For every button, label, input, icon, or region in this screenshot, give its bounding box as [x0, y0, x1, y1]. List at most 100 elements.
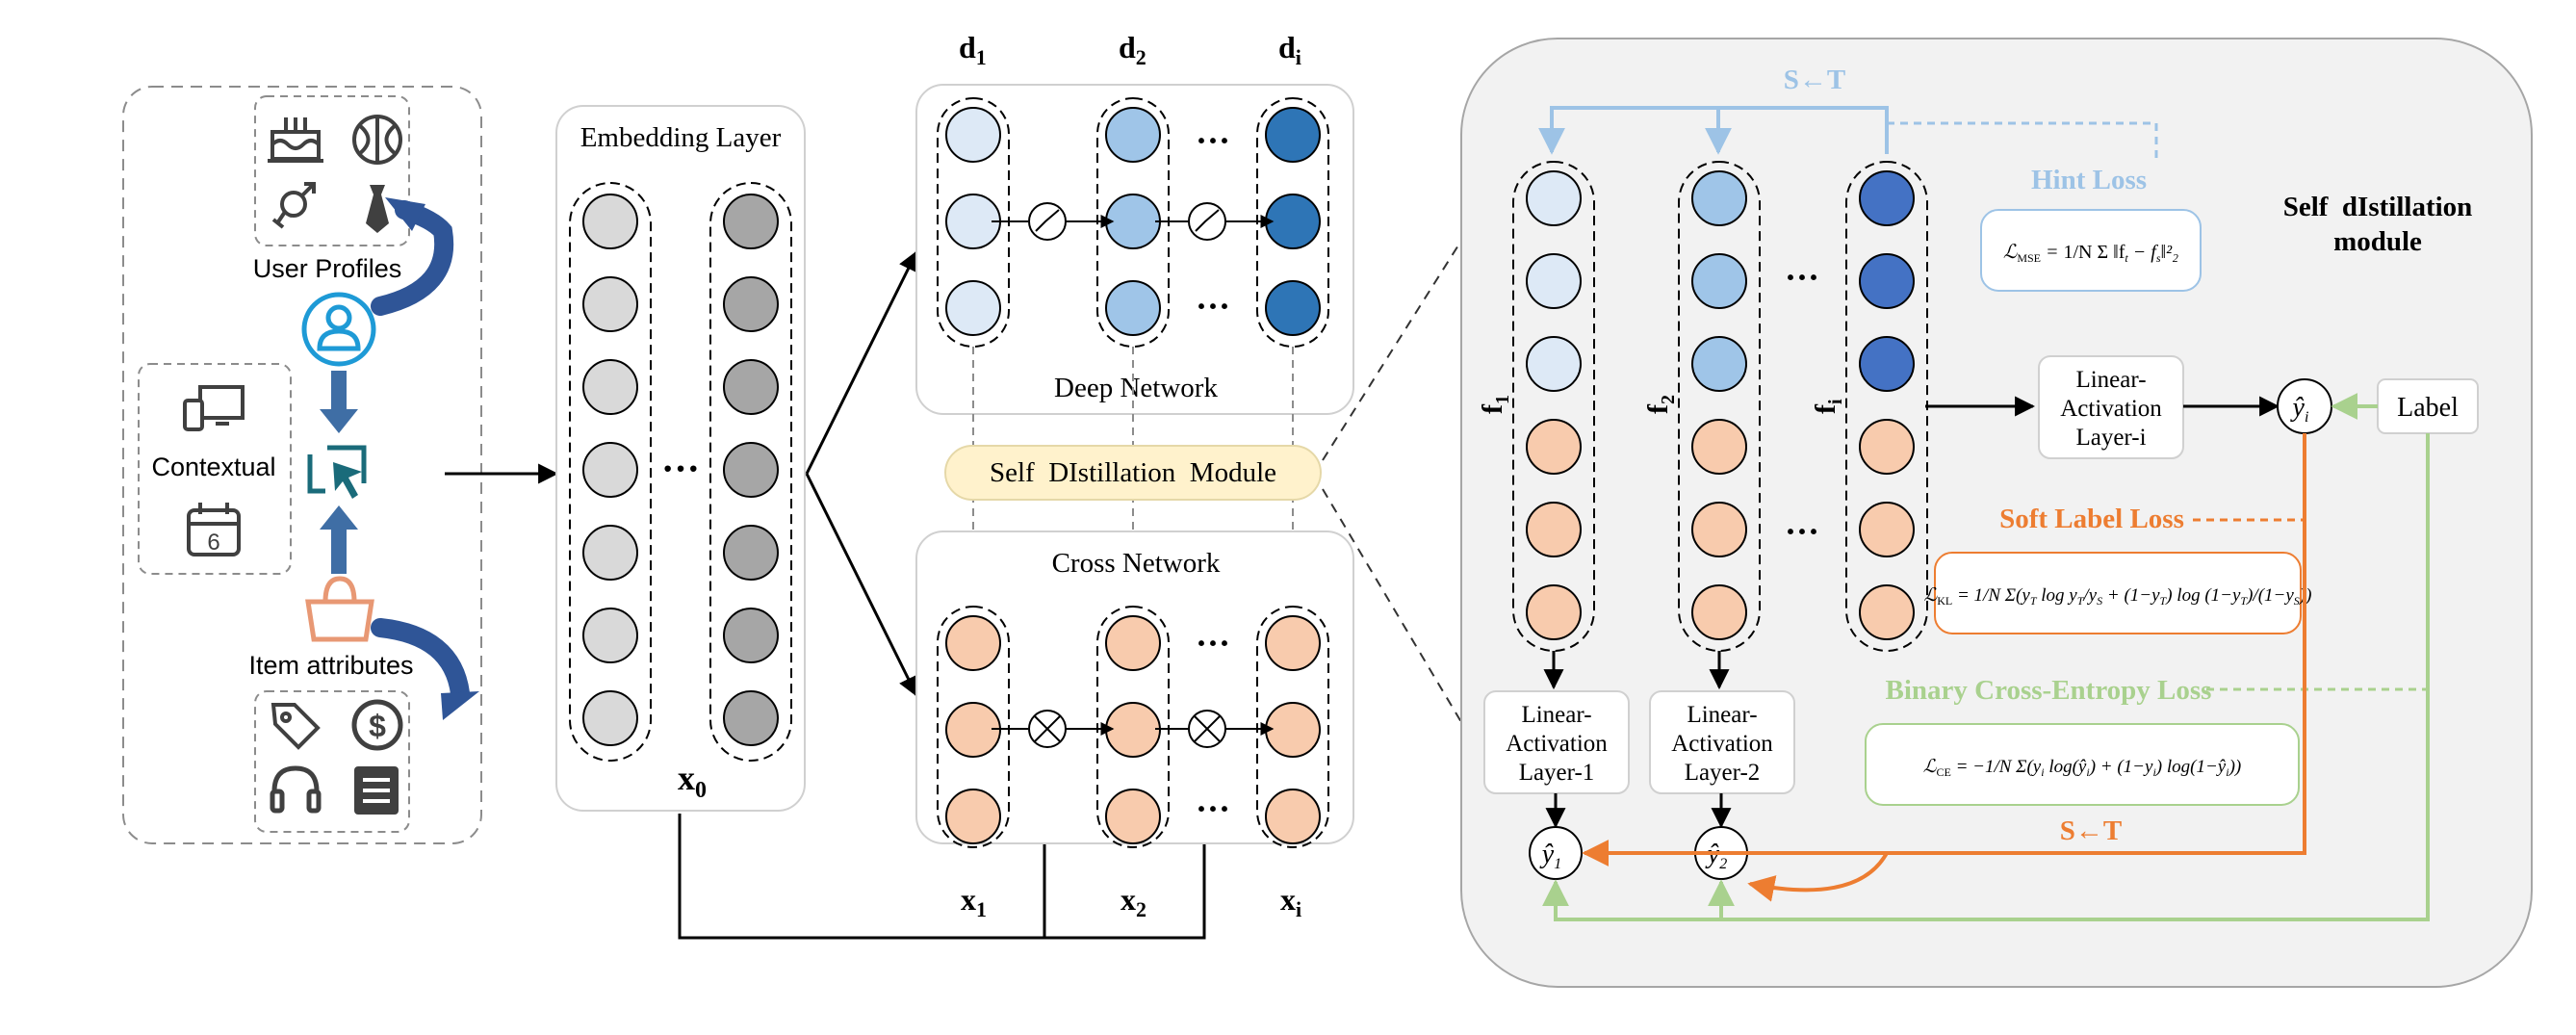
embedding-ellipsis: ···	[661, 447, 700, 490]
calendar-icon	[187, 503, 241, 556]
self-distillation-module-panel: Self dIstillation module S←T Hint Loss ℒ…	[1460, 38, 2533, 988]
input-features-panel: User Profiles Contextual 6	[122, 86, 482, 844]
s-t-top-label: S←T	[1784, 65, 1845, 95]
y-hat-1-node: ŷ1	[1529, 826, 1583, 880]
module-title-line1: Self dIstillation	[2283, 192, 2473, 222]
user-profiles-box: User Profiles	[253, 95, 410, 283]
deep-neuron	[945, 107, 1001, 163]
embedding-neuron	[723, 690, 779, 746]
x0-feedback-line	[678, 814, 1206, 940]
module-ellipsis-bottom: ···	[1785, 512, 1819, 551]
distill-cross-neuron	[1691, 419, 1747, 475]
bce-return-line	[1542, 433, 2430, 921]
embedding-neuron	[582, 608, 638, 663]
cursor-click-icon	[307, 445, 367, 499]
embedding-neuron	[582, 690, 638, 746]
svg-text:Linear-: Linear-	[1687, 702, 1757, 728]
tie-icon	[366, 185, 389, 233]
distill-deep-neuron	[1691, 253, 1747, 309]
distill-cross-neuron	[1859, 584, 1915, 640]
svg-text:ℒMSE = 1/N Σ ‖ft − fs‖²₂: ℒMSE = 1/N Σ ‖ft − fs‖²₂	[2003, 242, 2178, 265]
contextual-label: Contextual	[151, 453, 275, 481]
layer-i-box: Linear- Activation Layer-i	[2038, 355, 2184, 459]
x0-label: x0	[678, 759, 707, 803]
layer-2-box: Linear- Activation Layer-2	[1649, 690, 1795, 794]
distill-deep-neuron	[1526, 336, 1582, 392]
cross-neuron	[1265, 702, 1321, 758]
embedding-to-deep-arrow	[805, 250, 918, 475]
embedding-neuron	[723, 608, 779, 663]
distill-deep-neuron	[1691, 336, 1747, 392]
cross-neuron	[1265, 615, 1321, 671]
deep-neuron	[1265, 107, 1321, 163]
distill-cross-neuron	[1526, 584, 1582, 640]
cross-neuron	[1105, 789, 1161, 844]
svg-text:ℒKL = 1/N Σ(yT log yT/yS + (1−: ℒKL = 1/N Σ(yT log yT/yS + (1−yT) log (1…	[1924, 585, 2312, 608]
distill-deep-neuron	[1526, 253, 1582, 309]
distill-deep-neuron	[1859, 336, 1915, 392]
calendar-day: 6	[207, 530, 219, 556]
cross-neuron	[945, 789, 1001, 844]
devices-icon	[183, 385, 245, 431]
embedding-layer: Embedding Layer ··· x0	[555, 105, 806, 812]
distill-deep-neuron	[1526, 170, 1582, 226]
user-to-click-arrow	[320, 371, 358, 433]
deep-neuron	[1265, 280, 1321, 336]
svg-text:Layer-i: Layer-i	[2075, 425, 2146, 451]
cross-neuron	[1105, 702, 1161, 758]
hint-loss-label: Hint Loss	[2031, 165, 2147, 195]
y-hat-i-node: ŷi	[2277, 378, 2332, 434]
xi-label: xi	[1280, 882, 1301, 921]
deep-network-title: Deep Network	[1054, 373, 1218, 403]
embedding-neuron	[582, 359, 638, 415]
embedding-neuron	[582, 442, 638, 498]
cross-neuron	[1265, 789, 1321, 844]
embedding-neuron	[723, 442, 779, 498]
x2-label: x2	[1121, 882, 1146, 921]
contextual-box: Contextual 6	[138, 363, 292, 575]
soft-label-return-line	[1582, 433, 2306, 867]
svg-text:Activation: Activation	[2060, 396, 2162, 422]
tag-icon	[270, 703, 321, 750]
distill-deep-neuron	[1859, 253, 1915, 309]
svg-text:Linear-: Linear-	[2075, 367, 2146, 393]
distill-deep-neuron	[1859, 170, 1915, 226]
svg-text:Activation: Activation	[1671, 731, 1773, 757]
di-label: di	[1278, 30, 1301, 69]
distill-cross-neuron	[1691, 502, 1747, 557]
bce-formula-box: ℒCE = −1/N Σ(yi log(ŷi) + (1−yi) log(1−ŷ…	[1865, 723, 2300, 806]
cross-neuron	[1105, 615, 1161, 671]
gender-icon	[271, 182, 316, 229]
basketball-icon	[352, 115, 402, 165]
distill-cross-neuron	[1859, 419, 1915, 475]
distill-cross-neuron	[1859, 502, 1915, 557]
embedding-title: Embedding Layer	[580, 122, 782, 153]
d1-label: d1	[959, 30, 987, 69]
embedding-neuron	[582, 525, 638, 581]
d2-label: d2	[1119, 30, 1146, 69]
zoom-line-top	[1322, 240, 1462, 461]
cross-ellipsis-bottom: ···	[1196, 789, 1230, 828]
layer-1-box: Linear- Activation Layer-1	[1483, 690, 1630, 794]
hint-loss-dashed	[1887, 121, 2158, 162]
svg-text:Label: Label	[2397, 393, 2459, 423]
svg-text:ℒCE = −1/N Σ(yi log(ŷi) + (1−y: ℒCE = −1/N Σ(yi log(ŷi) + (1−yi) log(1−ŷ…	[1923, 757, 2241, 779]
item-curve-arrow	[371, 618, 470, 703]
bce-loss-label: Binary Cross-Entropy Loss	[1886, 675, 2212, 706]
svg-text:Layer-1: Layer-1	[1519, 760, 1595, 786]
svg-text:ŷ1: ŷ1	[1539, 840, 1561, 872]
sdm-bar-label: Self DIstillation Module	[990, 457, 1276, 488]
document-icon	[354, 766, 399, 815]
deep-neuron	[1105, 280, 1161, 336]
s-t-bottom-label: S←T	[2060, 815, 2122, 846]
user-icon	[301, 292, 376, 367]
hint-loss-formula-box: ℒMSE = 1/N Σ ‖ft − fs‖²₂	[1980, 209, 2202, 292]
deep-neuron	[1105, 194, 1161, 249]
deep-neuron	[945, 280, 1001, 336]
distill-cross-neuron	[1526, 419, 1582, 475]
item-curve-arrowhead	[441, 691, 479, 720]
cross-ellipsis-top: ···	[1196, 624, 1230, 662]
distill-cross-neuron	[1526, 502, 1582, 557]
